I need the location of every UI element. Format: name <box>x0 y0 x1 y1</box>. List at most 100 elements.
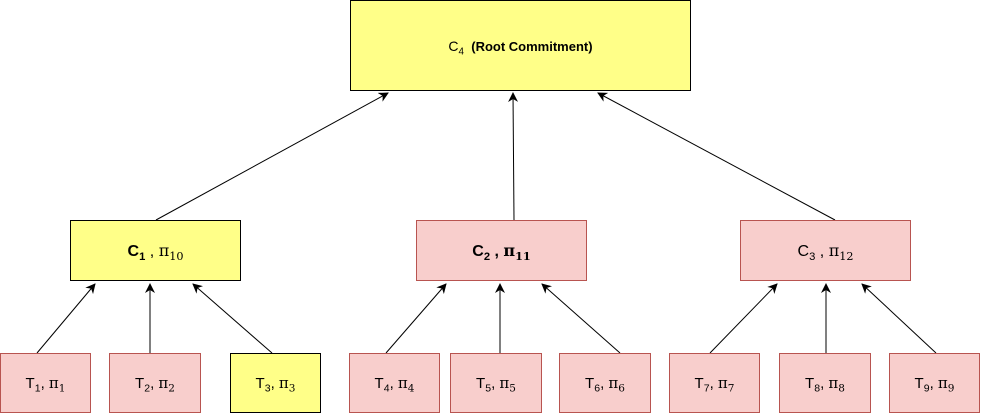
transaction-label: T1, π1 <box>25 374 66 395</box>
proof-symbol: π <box>158 240 170 260</box>
edge-c1-to-root <box>155 92 389 221</box>
transaction-symbol: T <box>805 375 815 392</box>
proof-symbol: π <box>937 374 948 392</box>
edge-t9-to-c3 <box>861 283 937 354</box>
transaction-symbol: T <box>476 375 486 392</box>
proof-subscript: 5 <box>509 382 516 395</box>
commitment-subscript: 1 <box>139 250 146 263</box>
transaction-subscript: 4 <box>383 382 390 395</box>
proof-symbol: π <box>278 374 289 392</box>
transaction-label: T7, π7 <box>694 374 735 395</box>
transaction-label: T5, π5 <box>476 374 516 395</box>
proof-symbol: π <box>499 374 510 392</box>
root-symbol: C <box>448 37 459 54</box>
proof-symbol: π <box>158 374 169 392</box>
proof-subscript: 9 <box>947 382 955 395</box>
proof-symbol: π <box>828 374 839 392</box>
transaction-symbol: T <box>25 375 35 392</box>
transaction-node-t6: T6, π6 <box>559 353 651 413</box>
proof-subscript: 6 <box>618 382 625 395</box>
transaction-subscript: 8 <box>814 382 821 395</box>
transaction-subscript: 5 <box>485 382 492 395</box>
separator: , <box>600 375 605 392</box>
edge-t7-to-c3 <box>709 283 778 354</box>
transaction-subscript: 2 <box>144 382 151 395</box>
separator: , <box>491 375 496 392</box>
proof-symbol: π <box>503 240 516 260</box>
edge-t3-to-c1 <box>192 283 273 354</box>
transaction-symbol: T <box>255 375 265 392</box>
proof-subscript: 8 <box>838 382 845 395</box>
proof-subscript: 7 <box>727 382 735 395</box>
edge-c3-to-root <box>597 92 836 221</box>
separator: , <box>709 375 714 392</box>
root-commitment-node: C4 (Root Commitment) <box>350 0 691 91</box>
transaction-subscript: 6 <box>594 382 601 395</box>
edge-t1-to-c1 <box>36 283 96 354</box>
proof-symbol: π <box>828 240 840 260</box>
transaction-label: T3, π3 <box>255 374 296 395</box>
transaction-node-t7: T7, π7 <box>669 353 760 413</box>
proof-symbol: π <box>48 374 59 392</box>
transaction-node-t5: T5, π5 <box>450 353 542 413</box>
separator: , <box>150 375 155 392</box>
transaction-symbol: T <box>585 375 595 392</box>
commitment-node-c2: C2 , π11 <box>416 220 587 281</box>
commitment-subscript: 3 <box>809 250 816 263</box>
commitment-label: C3 , π12 <box>797 240 854 263</box>
proof-subscript: 12 <box>839 249 854 263</box>
transaction-label: T2, π2 <box>135 374 175 395</box>
proof-symbol: π <box>608 374 619 392</box>
proof-subscript: 2 <box>168 382 175 395</box>
transaction-symbol: T <box>914 375 924 392</box>
proof-symbol: π <box>717 374 728 392</box>
proof-symbol: π <box>397 374 408 392</box>
edge-t4-to-c2 <box>385 283 447 354</box>
transaction-subscript: 7 <box>703 382 710 395</box>
separator: , <box>40 375 45 392</box>
transaction-symbol: T <box>694 375 704 392</box>
commitment-node-c1: C1 , π10 <box>70 220 241 281</box>
transaction-node-t1: T1, π1 <box>0 353 91 413</box>
root-commitment-label: C4 (Root Commitment) <box>448 37 593 57</box>
transaction-node-t2: T2, π2 <box>109 353 201 413</box>
transaction-symbol: T <box>374 375 384 392</box>
commitment-label: C1 , π10 <box>127 240 184 263</box>
separator: , <box>820 375 825 392</box>
commitment-symbol: C <box>797 242 810 260</box>
transaction-subscript: 3 <box>264 382 271 395</box>
transaction-node-t4: T4, π4 <box>349 353 440 413</box>
transaction-label: T8, π8 <box>805 374 845 395</box>
separator: , <box>389 375 394 392</box>
separator: , <box>270 375 275 392</box>
proof-subscript: 1 <box>58 382 66 395</box>
separator: , <box>490 242 499 260</box>
proof-subscript: 10 <box>169 249 184 263</box>
edges <box>36 92 937 354</box>
commitment-node-c3: C3 , π12 <box>740 220 911 281</box>
commitment-subscript: 2 <box>483 250 491 263</box>
transaction-node-t8: T8, π8 <box>779 353 871 413</box>
commitment-label: C2 , π11 <box>472 240 531 263</box>
commitment-symbol: C <box>472 242 484 260</box>
separator: , <box>145 242 155 260</box>
separator: , <box>929 375 934 392</box>
transaction-subscript: 9 <box>923 382 930 395</box>
transaction-label: T4, π4 <box>374 374 415 395</box>
proof-subscript: 4 <box>407 382 415 395</box>
transaction-node-t9: T9, π9 <box>889 353 980 413</box>
transaction-symbol: T <box>135 375 145 392</box>
commitment-symbol: C <box>127 242 140 260</box>
edge-c2-to-root <box>508 92 519 221</box>
separator: , <box>815 242 825 260</box>
proof-subscript: 11 <box>515 248 531 263</box>
root-label-text: (Root Commitment) <box>471 38 593 54</box>
transaction-subscript: 1 <box>34 382 41 395</box>
proof-subscript: 3 <box>288 382 296 395</box>
transaction-label: T9, π9 <box>914 374 955 395</box>
transaction-node-t3: T3, π3 <box>230 353 321 413</box>
edge-t6-to-c2 <box>541 283 621 354</box>
transaction-label: T6, π6 <box>585 374 625 395</box>
root-subscript: 4 <box>458 45 464 57</box>
